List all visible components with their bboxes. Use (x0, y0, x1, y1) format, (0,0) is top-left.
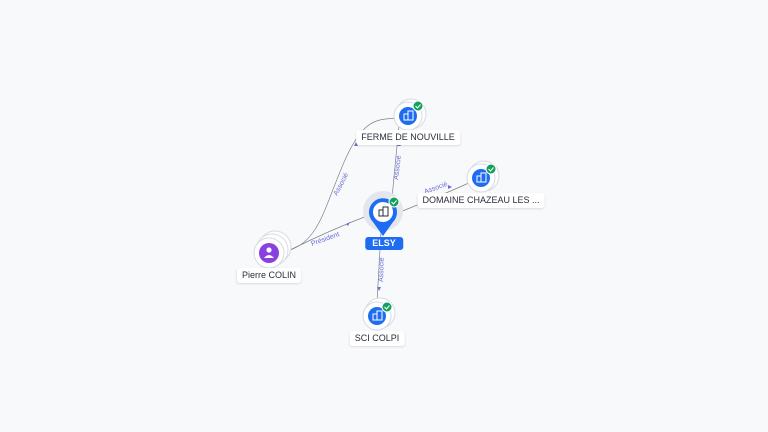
building-icon (372, 310, 383, 321)
building-icon (476, 172, 487, 183)
arrowhead (354, 142, 358, 146)
node-pierre[interactable] (253, 230, 292, 269)
edge-pierre-ferme (289, 117, 399, 251)
node-ferme[interactable] (393, 98, 427, 131)
node-sci[interactable] (362, 297, 396, 331)
node-label-ferme[interactable]: FERME DE NOUVILLE (356, 130, 460, 145)
arrowhead (448, 185, 452, 189)
arrowhead (346, 222, 350, 226)
building-icon (403, 110, 414, 121)
edge-label-pierre-elsy: Président (310, 231, 340, 248)
node-label-elsy[interactable]: ELSY (365, 237, 403, 250)
arrowhead (377, 287, 381, 291)
node-domaine[interactable] (466, 160, 500, 193)
edge-label-elsy-ferme: Associé (393, 155, 403, 180)
verified-check-icon (388, 196, 400, 208)
node-label-sci[interactable]: SCI COLPI (349, 331, 405, 346)
verified-check-icon (412, 100, 424, 112)
node-label-pierre[interactable]: Pierre COLIN (236, 268, 302, 283)
node-label-domaine[interactable]: DOMAINE CHAZEAU LES ... (417, 193, 545, 208)
edge-pierre-elsy (289, 213, 373, 251)
verified-check-icon (381, 301, 393, 313)
node-elsy[interactable] (363, 191, 403, 236)
edge-label-elsy-sci: Associé (378, 257, 386, 282)
verified-check-icon (485, 163, 497, 175)
building-icon (378, 206, 389, 217)
person-icon (264, 247, 274, 258)
